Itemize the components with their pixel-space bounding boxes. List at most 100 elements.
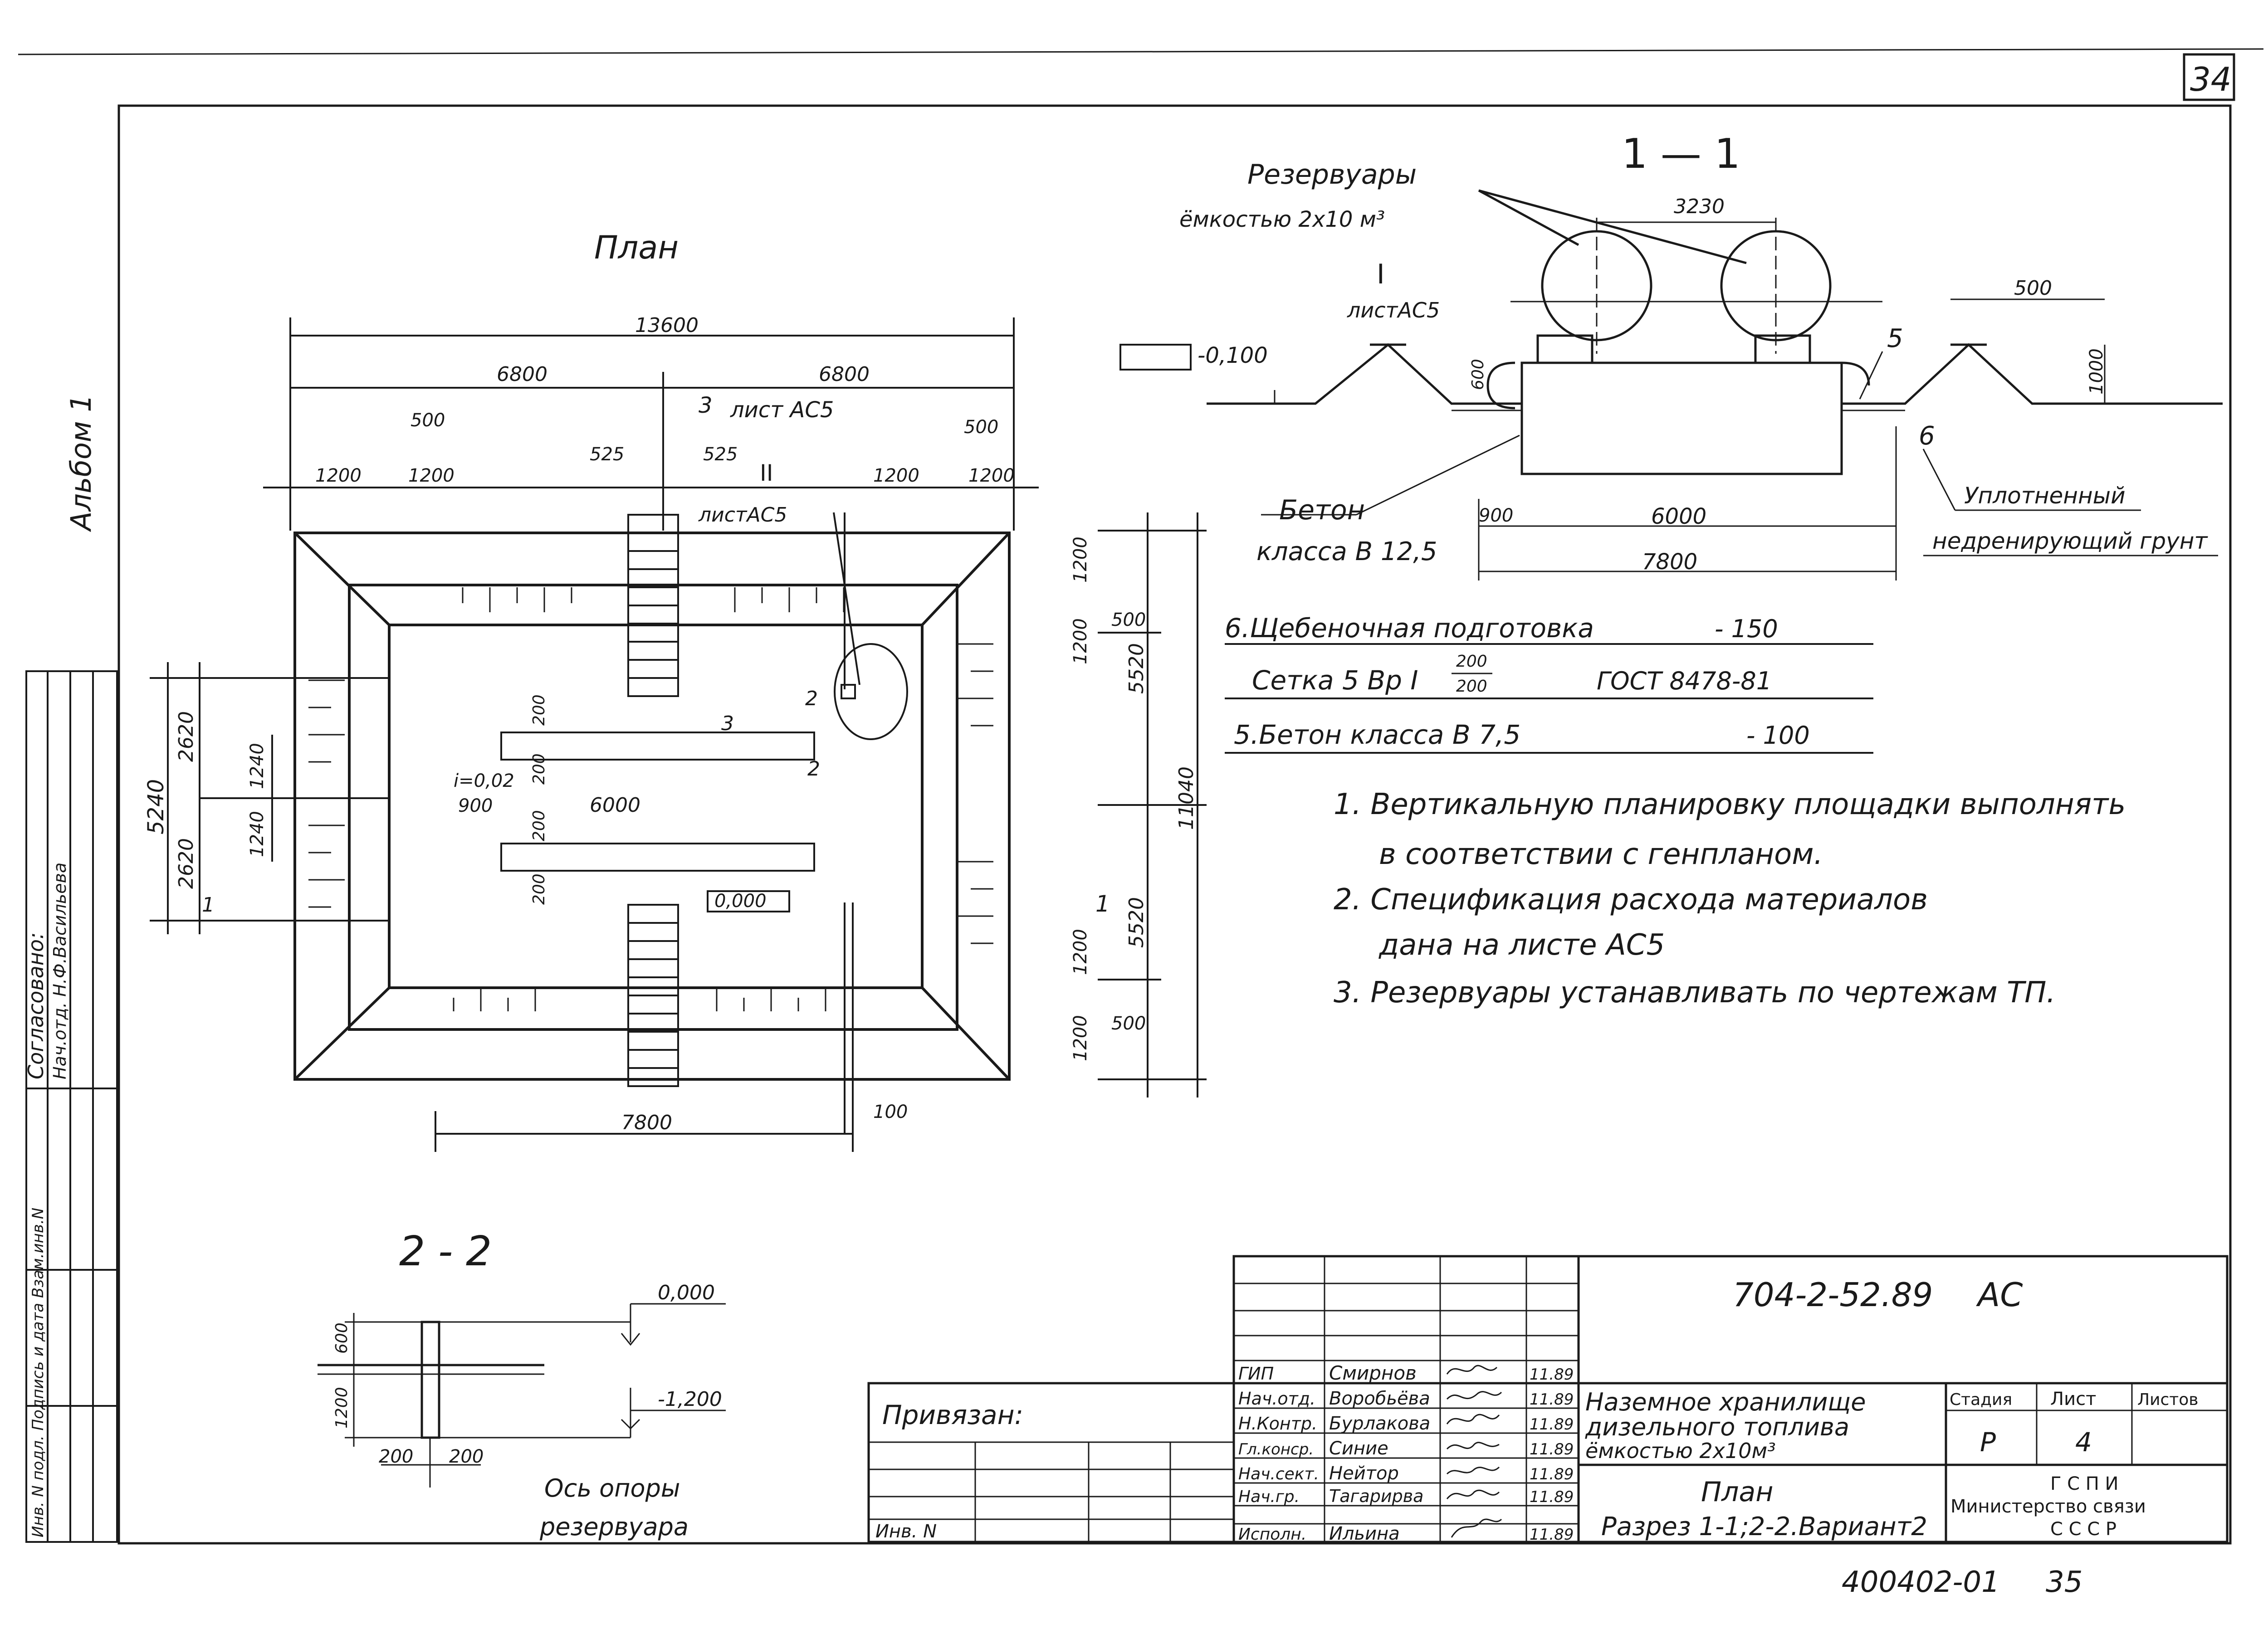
tb-name-2: Бурлакова xyxy=(1329,1413,1430,1434)
tb-role-3: Гл.конср. xyxy=(1238,1440,1314,1458)
tb-object-1: Наземное хранилище xyxy=(1585,1388,1866,1416)
plan-dim-1200-c: 1200 xyxy=(873,465,919,486)
tb-role-5: Нач.гр. xyxy=(1238,1488,1300,1506)
tb-org-2: Министерство связи xyxy=(1950,1496,2146,1517)
plan-dim-6000: 6000 xyxy=(590,794,640,817)
plan-dim-1200-a: 1200 xyxy=(315,465,362,486)
tb-signatures xyxy=(1446,1365,1502,1538)
title-block-mark: АС xyxy=(1976,1276,2023,1314)
plan-left-1240-top: 1240 xyxy=(247,743,268,789)
tb-sheets-h: Листов xyxy=(2137,1390,2198,1409)
layer-mesh-value: ГОСТ 8478-81 xyxy=(1597,667,1772,695)
plan-stairs-top xyxy=(627,514,679,697)
plan-left-5240: 5240 xyxy=(143,779,169,834)
plan-dim-1200-b: 1200 xyxy=(408,465,455,486)
section-2-2-level-top: 0,000 xyxy=(658,1281,715,1304)
plan-left-2620-bot: 2620 xyxy=(175,838,198,889)
plan-inner-200-d: 200 xyxy=(530,873,548,905)
plan-outline xyxy=(293,532,1011,1081)
title-block-grid xyxy=(867,1255,2229,1543)
tb-name-4: Нейтор xyxy=(1329,1463,1399,1484)
plan-slope-hatching xyxy=(308,587,993,1011)
layer-6-value: - 150 xyxy=(1715,615,1778,643)
layer-5-label: 5.Бетон класса В 7,5 xyxy=(1234,719,1520,750)
plan-cut3-ref: лист АС5 xyxy=(730,397,834,423)
footer-page: 35 xyxy=(2046,1566,2082,1599)
section-2-2-drawing xyxy=(318,1303,726,1488)
plan-right-1200-mid: 1200 xyxy=(1070,618,1091,664)
section-2-2-dim-1200: 1200 xyxy=(332,1387,351,1429)
section-1-1-dim-7800: 7800 xyxy=(1642,549,1697,575)
plan-slope: i=0,02 xyxy=(454,771,514,791)
section-1-1-dim-1000: 1000 xyxy=(2086,348,2107,395)
section-2-2-level-bot: -1,200 xyxy=(658,1388,722,1411)
section-2-2-dim-600: 600 xyxy=(332,1322,351,1354)
section-1-1-callout-5: 5 xyxy=(1887,324,1903,353)
plan-cut2-mark-b: 2 xyxy=(807,757,820,780)
layer-table-lines xyxy=(1225,643,1873,754)
tb-org-1: Г С П И xyxy=(2050,1473,2118,1494)
plan-cut2-roman: II xyxy=(760,460,773,486)
tb-object-3: ёмкостью 2х10м³ xyxy=(1585,1439,1776,1463)
plan-right-1200-lower: 1200 xyxy=(1070,929,1091,975)
plan-dim-half-left: 6800 xyxy=(497,363,547,386)
layer-6-label: 6.Щебеночная подготовка xyxy=(1225,613,1594,644)
plan-right-1200-top: 1200 xyxy=(1070,537,1091,583)
section-1-1-soil-2: недренирующий грунт xyxy=(1932,528,2208,554)
tb-stage: Р xyxy=(1980,1427,1996,1458)
plan-dim-500-top-left: 500 xyxy=(411,410,445,431)
side-stamp xyxy=(25,670,118,1543)
plan-stairs-bottom xyxy=(627,904,679,1087)
section-2-2-axis-2: резервуара xyxy=(539,1512,689,1541)
plan-dimension-lines xyxy=(150,317,1207,1152)
tb-date-3: 11.89 xyxy=(1530,1440,1574,1458)
layer-mesh-frac-bot: 200 xyxy=(1456,677,1487,696)
section-1-1-tanks-label-1: Резервуары xyxy=(1247,159,1417,190)
tb-name-6: Ильина xyxy=(1329,1523,1400,1544)
tb-org-3: С С С Р xyxy=(2050,1519,2116,1540)
tb-role-6: Исполн. xyxy=(1238,1525,1306,1544)
note-2b: дана на листе АС5 xyxy=(1378,928,1665,962)
plan-dim-525-b: 525 xyxy=(703,444,738,465)
tb-date-2: 11.89 xyxy=(1530,1415,1574,1434)
section-1-1-soil-1: Уплотненный xyxy=(1964,483,2126,509)
footer-doc-number: 400402-01 xyxy=(1842,1566,2000,1599)
section-1-1-tanks-label-2: ёмкостью 2х10 м³ xyxy=(1179,207,1385,232)
plan-right-1200-bottom: 1200 xyxy=(1070,1015,1091,1061)
tb-name-1: Воробьёва xyxy=(1329,1388,1430,1409)
plan-cut1-left: 1 xyxy=(202,893,215,917)
note-1b: в соответствии с генпланом. xyxy=(1379,838,1823,871)
tb-sheet-h: Лист xyxy=(2050,1389,2096,1410)
tb-sheet-title-1: План xyxy=(1701,1476,1773,1508)
plan-dim-total: 13600 xyxy=(635,314,699,337)
tb-object-2: дизельного топлива xyxy=(1585,1413,1849,1441)
title-block-code: 704-2-52.89 xyxy=(1733,1276,1933,1314)
tb-role-2: Н.Контр. xyxy=(1238,1414,1317,1434)
sheet-corner-number: 34 xyxy=(2190,60,2232,98)
plan-tank-supports xyxy=(500,512,908,1134)
section-1-1-dim-900: 900 xyxy=(1479,505,1513,526)
tb-date-1: 11.89 xyxy=(1530,1390,1574,1409)
tb-date-0: 11.89 xyxy=(1530,1366,1574,1384)
sheet-frame xyxy=(18,48,2264,1545)
side-stamp-row-2: Инв. N подл. Подпись и дата Взам.инв.N xyxy=(29,1208,47,1537)
plan-elevation: 0,000 xyxy=(714,891,767,912)
section-1-1-concrete-2: класса В 12,5 xyxy=(1256,537,1437,566)
section-1-1-title: 1 — 1 xyxy=(1622,130,1740,178)
plan-dim-500-top-right: 500 xyxy=(964,417,998,438)
plan-right-5520-bot: 5520 xyxy=(1125,897,1148,948)
plan-inner-200-b: 200 xyxy=(530,753,548,785)
plan-right-5520-top: 5520 xyxy=(1125,643,1148,694)
tb-name-5: Тагарирва xyxy=(1329,1486,1423,1506)
section-1-1-dim-3230: 3230 xyxy=(1674,195,1725,218)
note-2a: 2. Спецификация расхода материалов xyxy=(1334,883,1928,917)
section-1-1-dim-500: 500 xyxy=(2014,277,2052,300)
plan-cut2-mark-a: 2 xyxy=(805,687,818,710)
section-2-2-title: 2 - 2 xyxy=(399,1228,492,1275)
section-1-1-ref-sheet: листАС5 xyxy=(1347,298,1440,322)
tb-date-4: 11.89 xyxy=(1530,1465,1574,1483)
plan-dim-900: 900 xyxy=(458,795,493,816)
side-stamp-row-1: Нач.отд. Н.Ф.Васильева xyxy=(50,863,70,1079)
note-3: 3. Резервуары устанавливать по чертежам … xyxy=(1334,976,2056,1010)
layer-mesh-label: Сетка 5 Вр I xyxy=(1252,665,1418,696)
